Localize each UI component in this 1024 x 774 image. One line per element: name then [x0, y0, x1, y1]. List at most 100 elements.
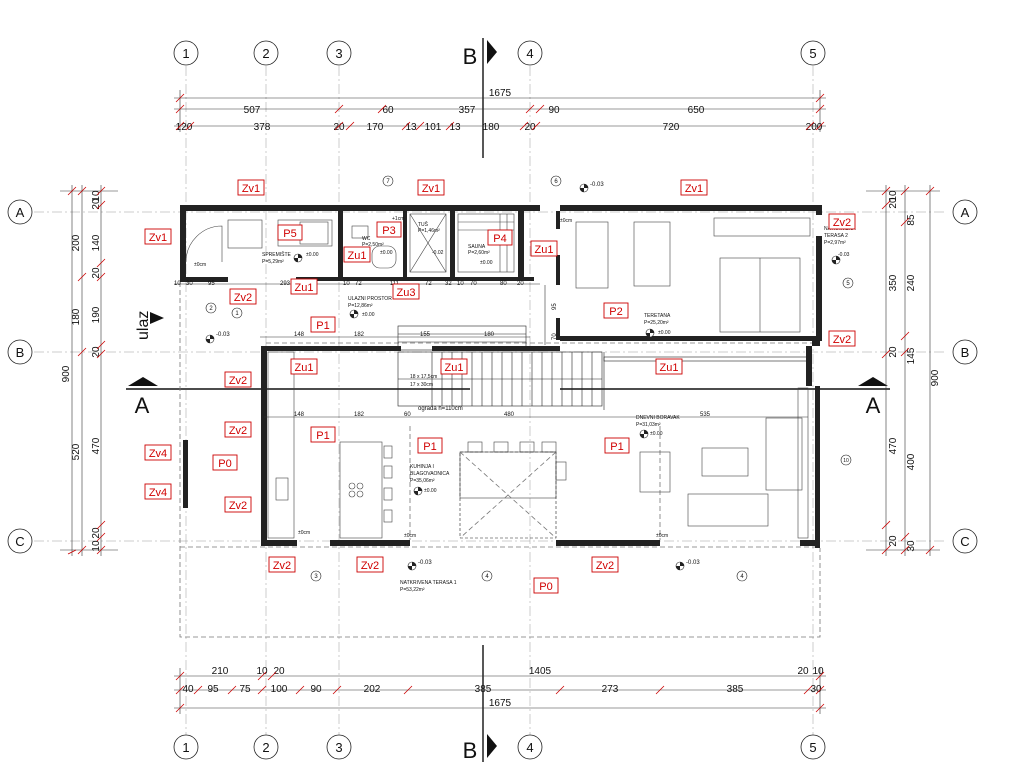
- svg-text:180: 180: [483, 122, 500, 133]
- svg-text:1675: 1675: [489, 698, 512, 709]
- tag-p0-a: P0: [212, 454, 238, 471]
- section-mark-a-left: A: [126, 377, 470, 418]
- tag-p3: P3: [376, 221, 402, 238]
- svg-text:20: 20: [91, 267, 102, 279]
- terrace-outlines: [179, 282, 821, 638]
- tag-zv2-f: Zv2: [224, 496, 252, 513]
- svg-text:KUHINJA I: KUHINJA I: [410, 464, 434, 470]
- svg-text:30: 30: [810, 684, 822, 695]
- svg-text:202: 202: [364, 684, 381, 695]
- svg-text:TERETANA: TERETANA: [644, 313, 671, 319]
- svg-text:A: A: [866, 393, 881, 418]
- svg-text:P2: P2: [609, 306, 622, 318]
- svg-text:Zv2: Zv2: [273, 560, 291, 572]
- svg-text:30: 30: [906, 540, 917, 552]
- svg-text:32: 32: [445, 281, 452, 287]
- svg-text:SAUNA: SAUNA: [468, 244, 486, 250]
- svg-text:720: 720: [663, 122, 680, 133]
- svg-text:1675: 1675: [489, 88, 512, 99]
- svg-text:72: 72: [355, 281, 362, 287]
- svg-text:120: 120: [176, 122, 193, 133]
- svg-text:ulaz: ulaz: [135, 311, 152, 340]
- svg-text:145: 145: [906, 347, 917, 364]
- left-dimensions: 900 200 180 520 20 10 140 20 190 20 470 …: [60, 185, 118, 556]
- svg-text:Zv2: Zv2: [596, 560, 614, 572]
- svg-text:±0cm: ±0cm: [560, 218, 572, 224]
- svg-text:±0.00: ±0.00: [380, 250, 393, 256]
- tag-zv2-d: Zv2: [224, 371, 252, 388]
- svg-text:4: 4: [740, 574, 744, 580]
- tag-zv2-c: Zv2: [828, 330, 856, 347]
- svg-text:13: 13: [405, 122, 417, 133]
- svg-text:TERASA 2: TERASA 2: [824, 233, 848, 239]
- svg-text:+1cm: +1cm: [392, 216, 404, 222]
- tag-zu1-c: Zu1: [290, 278, 318, 295]
- tag-zv4-a: Zv4: [144, 444, 172, 461]
- svg-text:20: 20: [333, 122, 345, 133]
- svg-text:20: 20: [888, 535, 899, 547]
- axis-bubbles-left: A B C: [7, 199, 33, 554]
- svg-text:180: 180: [71, 308, 82, 325]
- tag-p0-b: P0: [533, 577, 559, 594]
- svg-text:P1: P1: [423, 441, 436, 453]
- svg-text:Zv2: Zv2: [361, 560, 379, 572]
- axis-bubbles-bottom: 1 2 3 4 5: [173, 734, 826, 760]
- svg-text:P=2,97m²: P=2,97m²: [824, 240, 846, 246]
- svg-text:10: 10: [91, 540, 102, 552]
- svg-text:70: 70: [552, 333, 558, 340]
- svg-text:±0cm: ±0cm: [404, 533, 416, 539]
- svg-text:WC: WC: [362, 236, 371, 242]
- svg-text:20: 20: [888, 346, 899, 358]
- svg-text:140: 140: [91, 234, 102, 251]
- svg-text:Zu1: Zu1: [660, 362, 679, 374]
- svg-text:3: 3: [335, 740, 342, 755]
- svg-text:P=53,22m²: P=53,22m²: [400, 587, 425, 593]
- svg-text:Zu1: Zu1: [535, 244, 554, 256]
- svg-text:95: 95: [208, 281, 215, 287]
- svg-text:470: 470: [888, 437, 899, 454]
- svg-text:182: 182: [354, 332, 365, 338]
- svg-text:BLAGOVAONICA: BLAGOVAONICA: [410, 471, 450, 477]
- svg-text:200: 200: [71, 234, 82, 251]
- svg-text:650: 650: [688, 105, 705, 116]
- tag-zv2-a: Zv2: [828, 213, 856, 230]
- tag-zv2-h: Zv2: [356, 556, 384, 573]
- section-mark-b-bottom: B: [463, 645, 497, 763]
- tag-zv4-b: Zv4: [144, 483, 172, 500]
- svg-text:±0.00: ±0.00: [480, 260, 493, 266]
- svg-text:-0.02: -0.02: [432, 250, 444, 256]
- svg-text:182: 182: [354, 412, 365, 418]
- svg-text:SPREMIŠTE: SPREMIŠTE: [262, 251, 292, 258]
- tag-zu1-a: Zu1: [343, 246, 371, 263]
- tag-zv1-d: Zv1: [144, 228, 172, 245]
- svg-text:3: 3: [335, 46, 342, 61]
- right-dimensions: 20 10 85 350 240 20 145 900 470 400 20 3…: [866, 185, 941, 556]
- svg-text:1: 1: [182, 46, 189, 61]
- cm-marks: ±0cm +1cm ±0cm ±0cm ±0cm ±0cm: [194, 216, 668, 539]
- svg-text:TUŠ: TUŠ: [418, 221, 429, 228]
- svg-text:100: 100: [271, 684, 288, 695]
- svg-text:B: B: [961, 345, 970, 360]
- svg-text:2: 2: [209, 306, 213, 312]
- svg-text:±0cm: ±0cm: [656, 533, 668, 539]
- svg-text:900: 900: [61, 365, 72, 382]
- svg-text:200: 200: [806, 122, 823, 133]
- section-mark-b-top: B: [463, 38, 497, 158]
- svg-text:-0.03: -0.03: [590, 182, 604, 188]
- svg-text:B: B: [463, 44, 478, 69]
- tag-zu1-d: Zu1: [290, 358, 318, 375]
- svg-text:P5: P5: [283, 228, 296, 240]
- svg-text:Zv2: Zv2: [833, 217, 851, 229]
- svg-text:2: 2: [262, 46, 269, 61]
- svg-text:Zv4: Zv4: [149, 487, 167, 499]
- svg-text:13: 13: [449, 122, 461, 133]
- svg-text:400: 400: [906, 453, 917, 470]
- svg-text:30: 30: [186, 281, 193, 287]
- svg-text:385: 385: [475, 684, 492, 695]
- svg-text:1: 1: [182, 740, 189, 755]
- svg-text:Zv2: Zv2: [229, 500, 247, 512]
- tag-p4: P4: [487, 229, 513, 246]
- svg-text:10: 10: [174, 281, 181, 287]
- svg-text:75: 75: [239, 684, 251, 695]
